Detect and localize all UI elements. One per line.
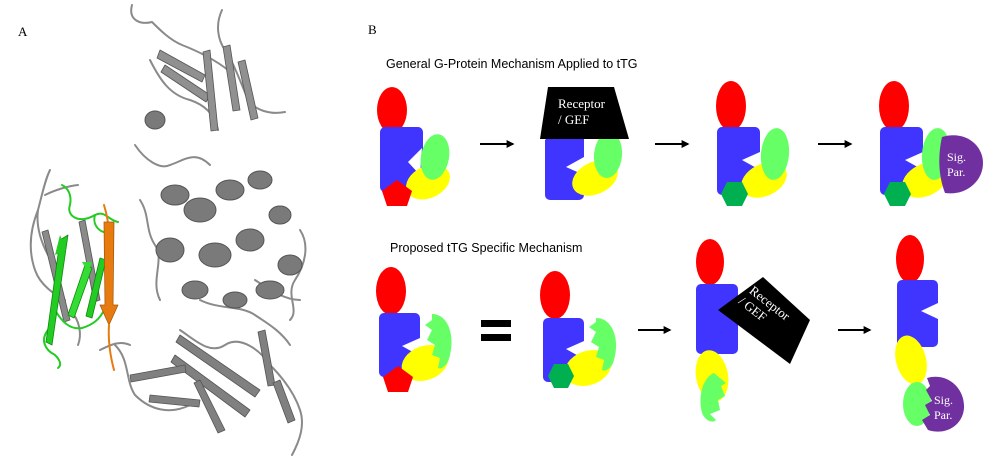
row1-state1-protein bbox=[377, 87, 450, 206]
receptor-gef-box-rotated bbox=[718, 277, 810, 364]
panel-a-label: A bbox=[18, 24, 28, 39]
grey-strands-bottom bbox=[129, 329, 296, 434]
gtp-hexagon bbox=[721, 182, 748, 206]
barrel2-domain bbox=[593, 132, 623, 178]
equals-sign bbox=[481, 320, 511, 341]
head-domain bbox=[540, 271, 570, 319]
gdp-pentagon bbox=[382, 180, 412, 206]
receptor-label-line2: / GEF bbox=[558, 112, 589, 127]
barrel2-domain bbox=[420, 134, 450, 180]
row2-state3-protein: Receptor / GEF bbox=[695, 239, 810, 422]
barrel2-domain bbox=[903, 382, 931, 426]
barrel2-domain-notched bbox=[425, 314, 452, 369]
row2-state2-protein bbox=[540, 271, 617, 388]
head-domain bbox=[377, 87, 407, 133]
core-domain bbox=[897, 280, 938, 347]
barrel1-domain bbox=[895, 335, 927, 385]
orange-highlight bbox=[99, 204, 119, 371]
gtp-hexagon bbox=[884, 182, 911, 206]
grey-strands-top bbox=[156, 44, 259, 132]
row1-state4-protein: Sig. Par. bbox=[879, 81, 983, 206]
panel-b-label: B bbox=[368, 22, 377, 37]
row2-state4-protein: Sig. Par. bbox=[895, 235, 965, 432]
row2-state1-protein bbox=[376, 267, 452, 392]
signaling-partner bbox=[922, 376, 965, 432]
row1-state2-protein: Receptor / GEF bbox=[540, 87, 629, 200]
sig-par-line2-row2: Par. bbox=[934, 408, 952, 422]
head-domain bbox=[716, 81, 746, 131]
receptor-label-line1: Receptor bbox=[558, 96, 606, 111]
sig-par-line1: Sig. bbox=[947, 150, 966, 164]
signaling-partner bbox=[939, 135, 983, 194]
head-domain bbox=[376, 267, 406, 315]
row2-title: Proposed tTG Specific Mechanism bbox=[390, 241, 582, 255]
sig-par-line1-row2: Sig. bbox=[934, 393, 953, 407]
grey-helices bbox=[144, 110, 303, 309]
panel-b: B General G-Protein Mechanism Applied to… bbox=[368, 22, 983, 432]
barrel2-domain-notched bbox=[589, 318, 617, 371]
receptor-gef-box bbox=[540, 87, 629, 139]
gdp-pentagon bbox=[383, 366, 413, 392]
barrel1-domain bbox=[564, 350, 612, 386]
head-domain bbox=[896, 235, 924, 283]
row1-state3-protein bbox=[716, 81, 790, 206]
sig-par-line2: Par. bbox=[947, 165, 965, 179]
head-domain bbox=[879, 81, 909, 131]
core-domain bbox=[696, 284, 738, 354]
gtp-hexagon bbox=[548, 364, 574, 388]
protein-structure bbox=[29, 4, 307, 456]
barrel2-domain bbox=[760, 128, 790, 180]
head-domain bbox=[696, 239, 724, 285]
barrel2-domain-released bbox=[700, 373, 726, 422]
row1-title: General G-Protein Mechanism Applied to t… bbox=[386, 57, 638, 71]
panel-a: A bbox=[18, 4, 307, 456]
